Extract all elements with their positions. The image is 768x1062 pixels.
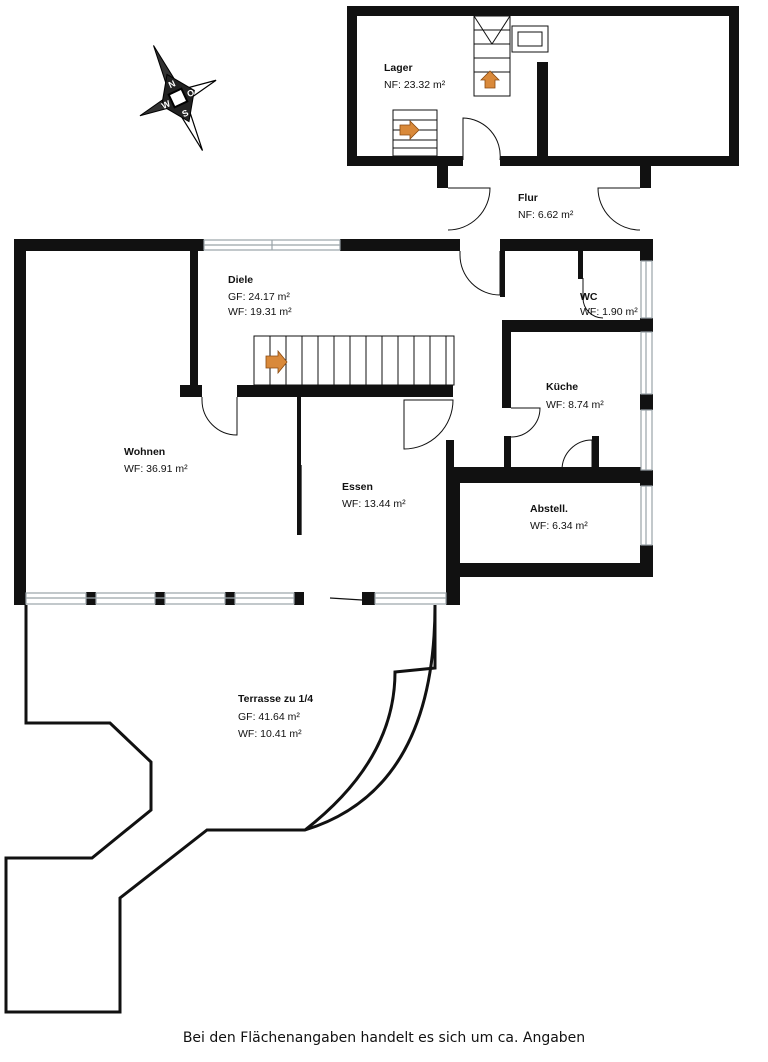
svg-text:Terrasse zu 1/4: Terrasse zu 1/4	[238, 693, 313, 705]
svg-text:WF: 10.41 m²: WF: 10.41 m²	[238, 728, 302, 740]
stair-arrow-lager-icon	[399, 120, 420, 140]
room-label-abstell: Abstell. WF: 6.34 m²	[530, 503, 588, 532]
room-label-flur: Flur NF: 6.62 m²	[518, 192, 574, 221]
svg-text:GF: 41.64 m²: GF: 41.64 m²	[238, 711, 300, 723]
footer-note: Bei den Flächenangaben handelt es sich u…	[182, 1030, 586, 1046]
room-label-wohnen: Wohnen WF: 36.91 m²	[124, 446, 188, 475]
svg-text:WF: 13.44 m²: WF: 13.44 m²	[342, 498, 406, 510]
floor-plan: N O S W	[4, 6, 739, 1014]
walls	[14, 6, 739, 605]
svg-text:WC: WC	[580, 291, 598, 303]
svg-text:NF: 23.32 m²: NF: 23.32 m²	[384, 79, 446, 91]
stair-arrow-icon	[265, 349, 288, 375]
compass-south: S	[180, 108, 190, 120]
compass-rose: N O S W	[139, 45, 217, 151]
room-label-wc: WC WF: 1.90 m²	[580, 291, 638, 318]
room-label-terrasse: Terrasse zu 1/4 GF: 41.64 m² WF: 10.41 m…	[238, 693, 313, 740]
svg-text:Diele: Diele	[228, 274, 253, 286]
room-label-lager: Lager NF: 23.32 m²	[384, 62, 446, 91]
stairs-lager-top	[473, 15, 549, 97]
doors	[201, 117, 641, 601]
svg-text:WF: 36.91 m²: WF: 36.91 m²	[124, 463, 188, 475]
terrace-outline-east	[304, 605, 437, 832]
svg-text:Abstell.: Abstell.	[530, 503, 568, 515]
svg-text:GF: 24.17 m²: GF: 24.17 m²	[228, 291, 290, 303]
svg-text:Flur: Flur	[518, 192, 538, 204]
svg-text:WF: 19.31 m²: WF: 19.31 m²	[228, 306, 292, 318]
svg-text:NF: 6.62 m²: NF: 6.62 m²	[518, 209, 574, 221]
room-label-diele: Diele GF: 24.17 m² WF: 19.31 m²	[228, 274, 292, 318]
room-label-essen: Essen WF: 13.44 m²	[342, 481, 406, 510]
svg-text:Wohnen: Wohnen	[124, 446, 165, 458]
compass-east: O	[185, 87, 196, 99]
room-label-kueche: Küche WF: 8.74 m²	[546, 381, 604, 411]
stair-arrow-lager-top-icon	[480, 70, 500, 89]
svg-text:Lager: Lager	[384, 62, 413, 74]
svg-text:WF: 1.90 m²: WF: 1.90 m²	[580, 306, 638, 318]
svg-text:WF: 6.34 m²: WF: 6.34 m²	[530, 520, 588, 532]
svg-text:Essen: Essen	[342, 481, 373, 493]
svg-text:Küche: Küche	[546, 381, 578, 393]
windows	[25, 239, 653, 605]
stairs-main	[253, 335, 455, 386]
compass-north: N	[167, 78, 177, 90]
svg-text:WF: 8.74 m²: WF: 8.74 m²	[546, 399, 604, 411]
terrace-outline	[4, 604, 437, 1014]
